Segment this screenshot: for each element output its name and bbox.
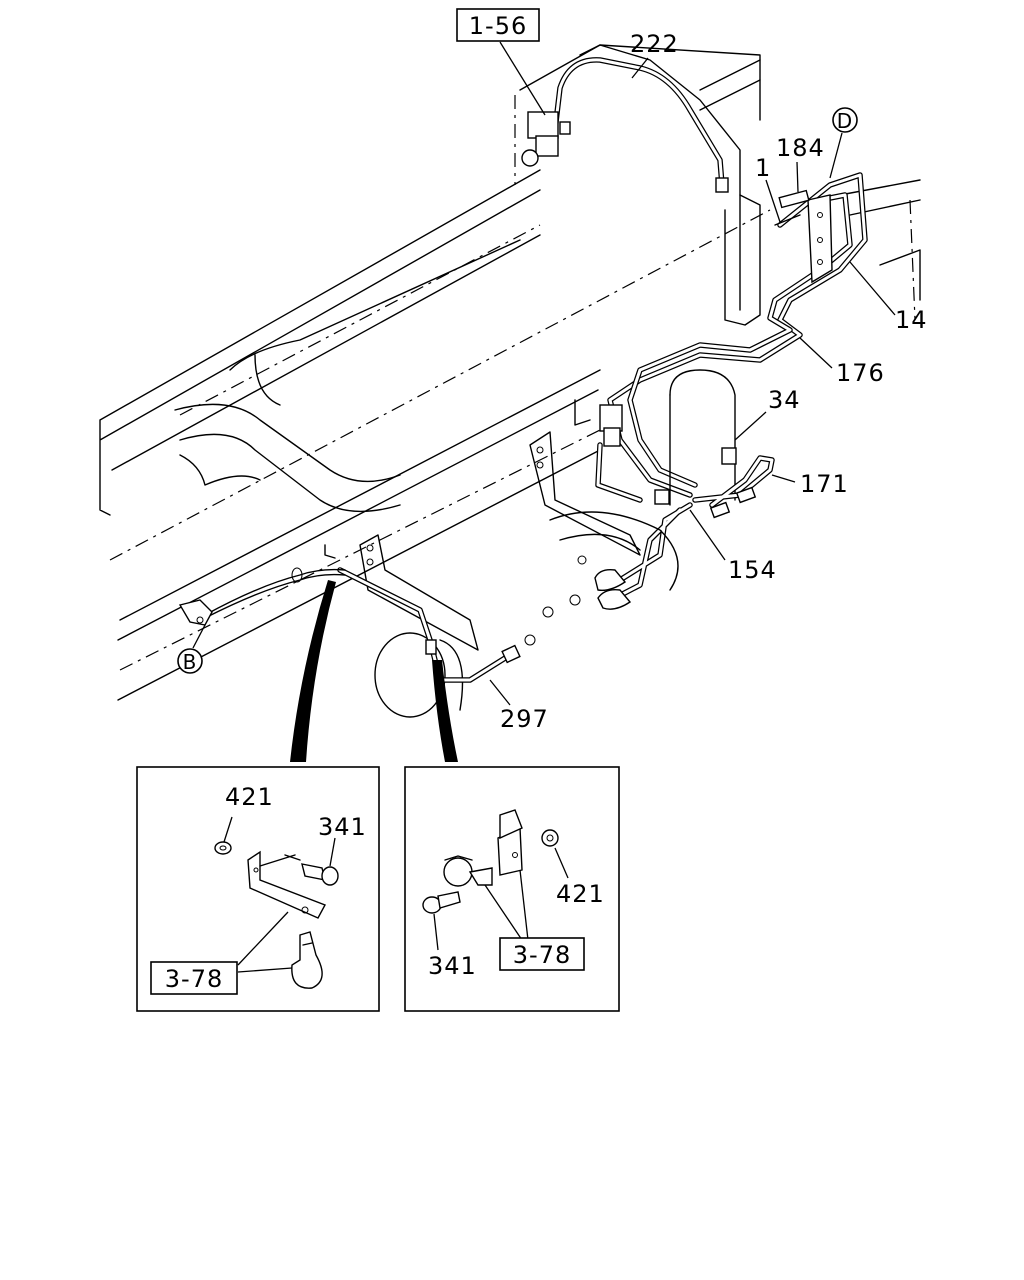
detail-callout-swooshes [290, 580, 458, 762]
axle-spring [374, 511, 679, 718]
part-label-341-left: 341 [318, 813, 367, 841]
frame-rails [99, 44, 921, 701]
part-label-222: 222 [630, 30, 679, 58]
part-label-421-right: 421 [556, 880, 605, 908]
ref-3-78-left-label: 3-78 [165, 965, 223, 993]
pipe-154 [529, 399, 693, 610]
leader-lines [192, 41, 896, 706]
air-tank [595, 369, 737, 506]
part-label-154: 154 [728, 556, 777, 584]
part-label-1: 1 [755, 154, 771, 182]
ref-box-3-78-right: 3-78 [499, 937, 585, 971]
part-label-297: 297 [500, 705, 549, 733]
pipe-297 [324, 534, 521, 683]
part-label-421-left: 421 [225, 783, 274, 811]
marker-b-label: B [183, 650, 198, 674]
part-label-14: 14 [895, 306, 928, 334]
hose-to-b [178, 567, 346, 626]
ref-box-3-78-left: 3-78 [150, 961, 238, 995]
pipe-222 [552, 44, 761, 326]
pipe-bundle-right [607, 172, 868, 498]
ref-box-1-56: 1-56 [456, 8, 540, 42]
part-numbers: 222 184 1 14 176 34 171 154 297 421 341 … [225, 30, 928, 980]
pipe-171 [692, 455, 775, 519]
part-label-184: 184 [776, 134, 825, 162]
part-label-341-right: 341 [428, 952, 477, 980]
marker-d: D [832, 107, 858, 133]
marker-d-label: D [837, 109, 853, 133]
ref-1-56-label: 1-56 [469, 12, 527, 40]
marker-b: B [177, 648, 203, 674]
ref-3-78-right-label: 3-78 [513, 941, 571, 969]
part-label-176: 176 [836, 359, 885, 387]
part-label-34: 34 [768, 386, 801, 414]
part-label-171: 171 [800, 470, 849, 498]
valve-assembly [521, 111, 571, 167]
